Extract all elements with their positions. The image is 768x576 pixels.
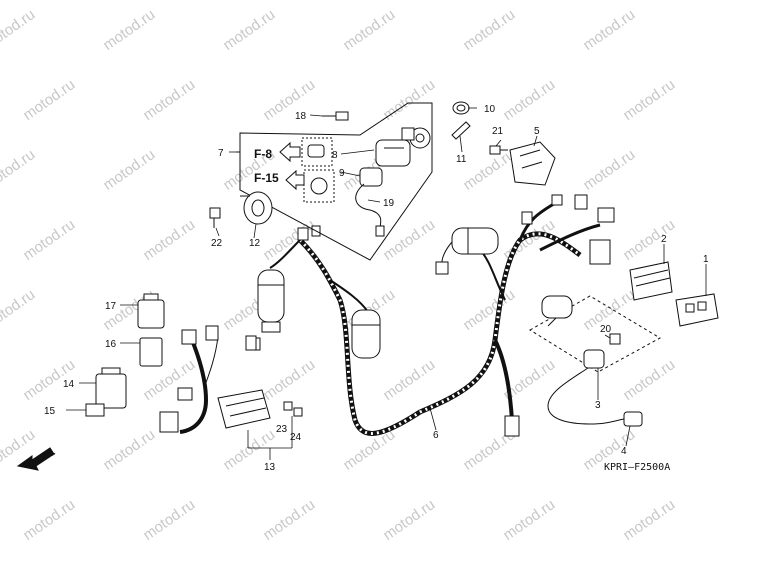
part-label-6: 6 bbox=[433, 430, 439, 441]
part-label-19: 19 bbox=[383, 198, 395, 209]
connector-15 bbox=[85, 403, 105, 417]
part-label-8: 8 bbox=[332, 150, 338, 161]
high-tension-lead bbox=[547, 349, 643, 427]
ignition-switch bbox=[375, 127, 431, 167]
ref-label-f15: F-15 bbox=[254, 171, 279, 185]
main-wire-harness bbox=[269, 194, 615, 437]
regulator-rectifier bbox=[509, 141, 556, 186]
part-label-11: 11 bbox=[456, 154, 467, 165]
relay-14 bbox=[95, 367, 127, 409]
seat-lock-cable bbox=[355, 167, 385, 237]
part-label-21: 21 bbox=[492, 126, 504, 137]
part-label-7: 7 bbox=[218, 148, 224, 159]
relay-17 bbox=[137, 293, 165, 329]
part-label-15: 15 bbox=[44, 406, 56, 417]
relay-connector-upper bbox=[435, 227, 499, 275]
horn bbox=[240, 191, 273, 225]
part-label-1: 1 bbox=[703, 254, 709, 265]
part-label-24: 24 bbox=[290, 432, 302, 443]
part-label-9: 9 bbox=[339, 168, 345, 179]
part-label-20: 20 bbox=[600, 324, 612, 335]
part-label-23: 23 bbox=[276, 424, 288, 435]
leader-lines bbox=[66, 107, 707, 460]
front-arrow-icon bbox=[16, 447, 55, 471]
coil-center bbox=[351, 309, 381, 359]
ref-box-f8 bbox=[279, 137, 333, 167]
ref-label-f8: F-8 bbox=[254, 147, 272, 161]
part-label-2: 2 bbox=[661, 234, 667, 245]
bolt-21 bbox=[489, 145, 508, 155]
ignition-coil-group bbox=[529, 295, 662, 373]
bolt-22 bbox=[209, 207, 221, 228]
part-label-5: 5 bbox=[534, 126, 540, 137]
bolt-20 bbox=[609, 333, 621, 345]
key-cylinder bbox=[452, 101, 470, 115]
part-label-3: 3 bbox=[595, 400, 601, 411]
screw-18 bbox=[322, 111, 349, 121]
part-label-4: 4 bbox=[621, 446, 627, 457]
part-label-18: 18 bbox=[295, 111, 307, 122]
part-label-10: 10 bbox=[484, 104, 496, 115]
clips-23-24 bbox=[283, 401, 303, 417]
ref-box-f15 bbox=[285, 169, 335, 203]
front-arrow-label: FR. bbox=[39, 447, 57, 463]
part-label-17: 17 bbox=[105, 301, 117, 312]
part-number-labels: 1 2 3 4 5 6 7 8 9 10 11 12 13 14 15 16 1… bbox=[44, 104, 709, 473]
part-label-16: 16 bbox=[105, 339, 117, 350]
fuse-box-cover-1 bbox=[675, 293, 719, 327]
relay-16 bbox=[139, 337, 163, 367]
key bbox=[451, 121, 471, 140]
part-label-22: 22 bbox=[211, 238, 223, 249]
part-label-14: 14 bbox=[63, 379, 75, 390]
part-label-12: 12 bbox=[249, 238, 261, 249]
sub-harness-13 bbox=[159, 325, 271, 434]
diagram-code: KPRI—F2500A bbox=[604, 462, 670, 473]
fuse-box-2 bbox=[629, 261, 673, 301]
part-label-13: 13 bbox=[264, 462, 276, 473]
